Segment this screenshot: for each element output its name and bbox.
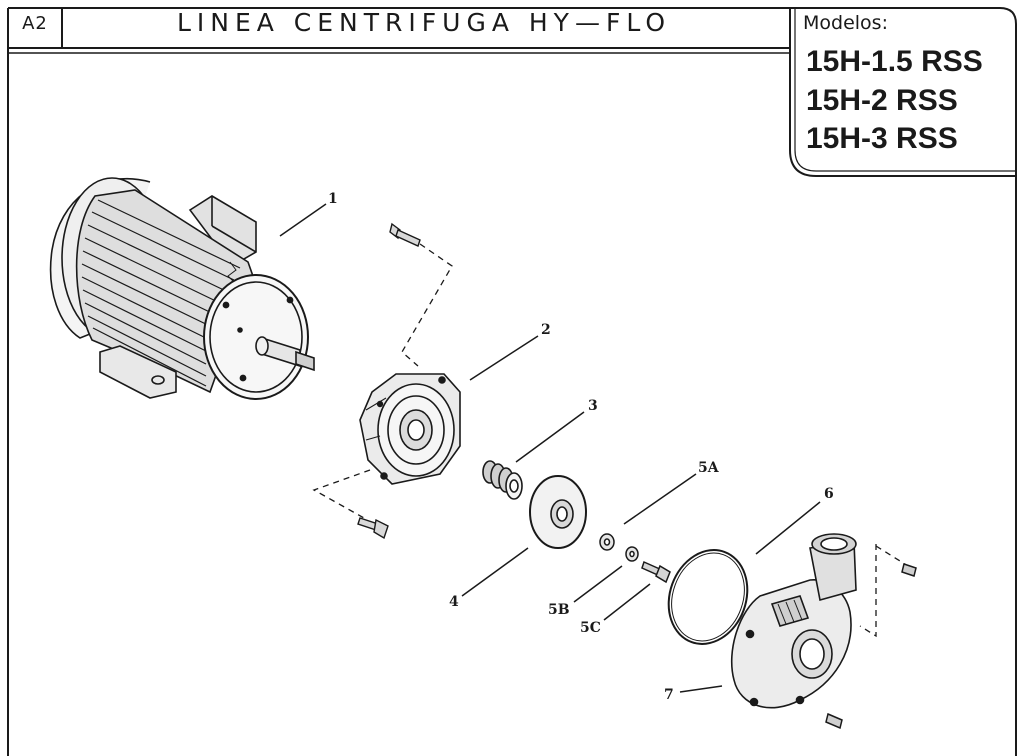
callout-2: 2 [541, 322, 551, 338]
sheet-code: A2 [22, 13, 48, 34]
part-impeller [529, 475, 587, 549]
part-adapter [359, 373, 461, 485]
part-plug-upper [901, 563, 917, 577]
callout-6: 6 [824, 486, 834, 502]
sheet-title: LINEA CENTRIFUGA HY—FLO [176, 8, 672, 37]
callout-7: 7 [664, 687, 674, 703]
model-item: 15H-1.5 RSS [806, 45, 983, 78]
part-mechanical-seal [482, 460, 523, 500]
callout-5a: 5A [698, 460, 720, 476]
callout-5b: 5B [548, 602, 570, 618]
part-o-ring [667, 549, 749, 645]
callout-4: 4 [449, 594, 459, 610]
title-block-frame [7, 7, 1017, 756]
models-label: Modelos: [803, 12, 888, 34]
part-pump-casing [730, 533, 857, 709]
part-washer-5a [599, 533, 615, 551]
assembly-dashed-lines [312, 243, 909, 638]
part-bolt-upper [389, 222, 421, 247]
part-plug-lower [825, 712, 843, 730]
callout-5c: 5C [580, 620, 601, 636]
callout-1: 1 [328, 191, 338, 207]
model-item: 15H-2 RSS [806, 84, 958, 117]
callout-3: 3 [588, 398, 598, 414]
model-item: 15H-3 RSS [806, 122, 958, 155]
leader-lines [279, 203, 821, 693]
part-screw-5c [641, 560, 671, 584]
part-motor [49, 177, 315, 400]
part-washer-5b [625, 546, 639, 562]
part-bolt-lower [357, 517, 389, 540]
